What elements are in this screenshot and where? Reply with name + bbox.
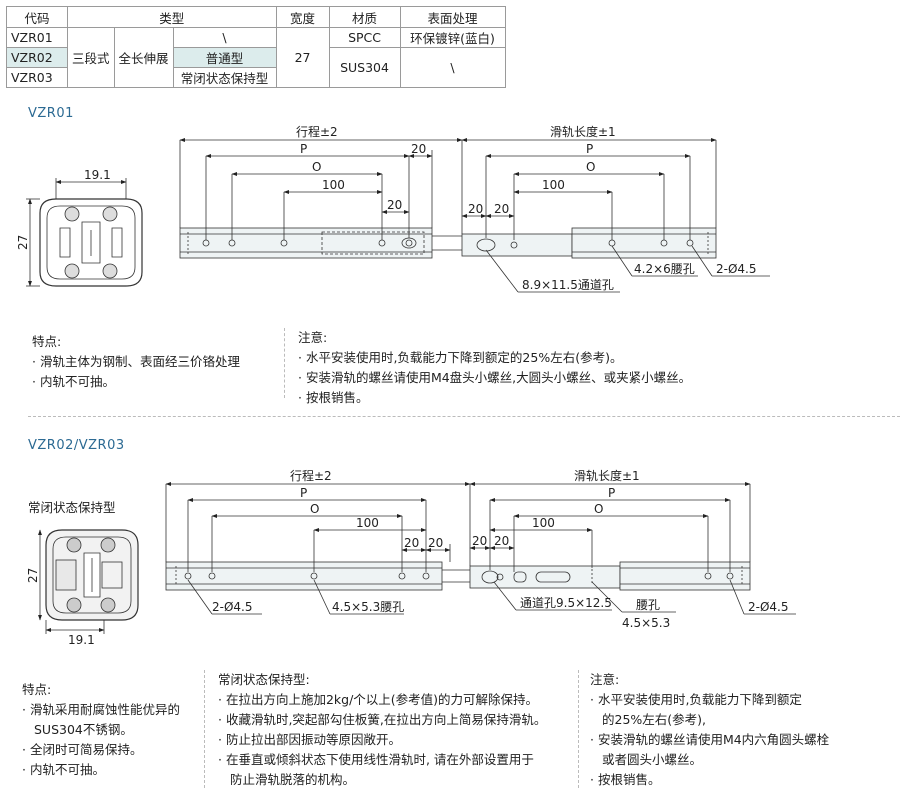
- keep-item: · 收藏滑轨时,突起部勾住板簧,在拉出方向上简易保持滑轨。: [218, 712, 547, 727]
- rail-drawing-vzr01-closed: [179, 227, 462, 259]
- dim-20-label: 20: [472, 534, 487, 548]
- profile-type-label: 常闭状态保持型: [28, 500, 116, 515]
- keep-title: 常闭状态保持型:: [218, 672, 310, 687]
- callout-pass: 8.9×11.5通道孔: [522, 278, 614, 292]
- type-variant-cell: 常闭状态保持型: [172, 67, 277, 88]
- dim-p-label: P: [608, 486, 615, 500]
- profile-drawing-vzr02: [45, 529, 139, 621]
- dim-20-label: 20: [494, 202, 509, 216]
- note-item: · 安装滑轨的螺丝请使用M4盘头小螺丝,大圆头小螺丝、或夹紧小螺丝。: [298, 370, 692, 385]
- feature-item: · 滑轨主体为钢制、表面经三价铬处理: [32, 354, 240, 369]
- dim-o-label: O: [586, 160, 595, 174]
- dim-stroke-label: 行程±2: [296, 124, 338, 139]
- keep-item: · 在垂直或倾斜状态下使用线性滑轨时, 请在外部设置用于: [218, 752, 534, 767]
- dim-20-label: 20: [411, 142, 426, 156]
- dim-height-label: 27: [26, 568, 40, 583]
- code-cell: VZR03: [6, 67, 68, 88]
- dim-100-label: 100: [322, 178, 345, 192]
- divider: [284, 328, 285, 398]
- dim-100-label: 100: [542, 178, 565, 192]
- dim-height-label: 27: [16, 235, 30, 250]
- section-title-vzr02-vzr03: VZR02/VZR03: [28, 438, 125, 453]
- features-title: 特点:: [22, 682, 52, 697]
- dim-100-label: 100: [532, 516, 555, 530]
- surface-cell: 环保镀锌(蓝白): [399, 27, 506, 48]
- dim-20-label: 20: [468, 202, 483, 216]
- notes-vzr01: 注意: · 水平安装使用时,负载能力下降到额定的25%左右(参考)。 · 安装滑…: [298, 328, 691, 408]
- type-variant-cell: 普通型: [172, 47, 277, 68]
- table-row: VZR01 三段式 全长伸展 \ 27 SPCC 环保镀锌(蓝白): [6, 27, 506, 88]
- callout-holes: 2-Ø4.5: [716, 262, 757, 276]
- keep-item: 防止滑轨脱落的机构。: [230, 772, 356, 787]
- code-cell: VZR01: [6, 27, 68, 48]
- note-item: 或者圆头小螺丝。: [602, 752, 703, 767]
- width-cell: 27: [275, 27, 330, 88]
- dim-p-label: P: [300, 142, 307, 156]
- table-row: VZR03 常闭状态保持型: [6, 67, 506, 88]
- note-item: · 安装滑轨的螺丝请使用M4内六角圆头螺栓: [590, 732, 830, 747]
- header-surface: 表面处理: [399, 6, 506, 28]
- table-row: VZR02 普通型 SUS304 \: [6, 47, 506, 88]
- dim-p-label: P: [586, 142, 593, 156]
- note-item: · 水平安装使用时,负载能力下降到额定的25%左右(参考)。: [298, 350, 623, 365]
- dim-p-label: P: [300, 486, 307, 500]
- dim-width-label: 19.1: [84, 168, 111, 182]
- features-vzr02: 特点: · 滑轨采用耐腐蚀性能优异的 SUS304不锈钢。 · 全闭时可简易保持…: [22, 680, 180, 780]
- callout-holes: 2-Ø4.5: [748, 600, 789, 614]
- feature-item: · 滑轨采用耐腐蚀性能优异的: [22, 702, 180, 717]
- features-vzr01: 特点: · 滑轨主体为钢制、表面经三价铬处理 · 内轨不可抽。: [32, 332, 240, 392]
- dim-20-label: 20: [428, 536, 443, 550]
- callout-slot: 4.2×6腰孔: [634, 262, 695, 276]
- features-title: 特点:: [32, 334, 62, 349]
- note-item: · 按根销售。: [590, 772, 661, 787]
- keep-type-notes: 常闭状态保持型: · 在拉出方向上施加2kg/个以上(参考值)的力可解除保持。 …: [218, 670, 546, 790]
- dim-20-label: 20: [387, 198, 402, 212]
- feature-item: · 内轨不可抽。: [22, 762, 105, 777]
- type-extension-cell: 全长伸展: [113, 27, 174, 88]
- feature-item: SUS304不锈钢。: [34, 722, 133, 737]
- dim-stroke-label: 行程±2: [290, 468, 332, 483]
- feature-item: · 全闭时可简易保持。: [22, 742, 143, 757]
- surface-cell: \: [399, 47, 506, 88]
- section-divider: [28, 416, 900, 417]
- callout-slot2-title: 腰孔: [636, 598, 660, 612]
- dim-width-label: 19.1: [68, 633, 95, 647]
- note-item: 的25%左右(参考),: [602, 712, 707, 727]
- note-item: · 水平安装使用时,负载能力下降到额定: [590, 692, 802, 707]
- table-header-row: 代码 类型 宽度 材质 表面处理: [6, 6, 506, 28]
- dim-100-label: 100: [356, 516, 379, 530]
- note-item: · 按根销售。: [298, 390, 369, 405]
- dim-length-label: 滑轨长度±1: [574, 468, 640, 483]
- divider: [204, 670, 205, 788]
- callout-holes: 2-Ø4.5: [212, 600, 253, 614]
- spec-table: 代码 类型 宽度 材质 表面处理 VZR01 三段式 全长伸展 \ 27 SPC…: [6, 6, 506, 88]
- rail-drawing-vzr02-closed: [165, 561, 470, 591]
- feature-item: · 内轨不可抽。: [32, 374, 115, 389]
- callout-slot2-size: 4.5×5.3: [622, 616, 670, 630]
- notes-title: 注意:: [590, 672, 620, 687]
- type-stage-cell: 三段式: [67, 27, 115, 88]
- keep-item: · 在拉出方向上施加2kg/个以上(参考值)的力可解除保持。: [218, 692, 539, 707]
- dim-20-label: 20: [494, 534, 509, 548]
- profile-drawing-vzr01: [39, 198, 143, 287]
- material-cell: SUS304: [328, 47, 401, 88]
- callout-slot: 4.5×5.3腰孔: [332, 600, 404, 614]
- divider: [578, 670, 579, 788]
- notes-vzr02: 注意: · 水平安装使用时,负载能力下降到额定 的25%左右(参考), · 安装…: [590, 670, 829, 790]
- dim-o-label: O: [594, 502, 603, 516]
- dim-20-label: 20: [404, 536, 419, 550]
- section-title-vzr01: VZR01: [28, 106, 74, 121]
- rail-drawing-vzr02-extended: [469, 561, 751, 591]
- callout-pass: 通道孔9.5×12.5: [520, 596, 612, 610]
- keep-item: · 防止拉出部因振动等原因敞开。: [218, 732, 401, 747]
- dim-o-label: O: [312, 160, 321, 174]
- dim-o-label: O: [310, 502, 319, 516]
- rail-drawing-vzr01-extended: [461, 227, 717, 259]
- material-cell: SPCC: [328, 27, 401, 48]
- dim-length-label: 滑轨长度±1: [550, 124, 616, 139]
- notes-title: 注意:: [298, 330, 328, 345]
